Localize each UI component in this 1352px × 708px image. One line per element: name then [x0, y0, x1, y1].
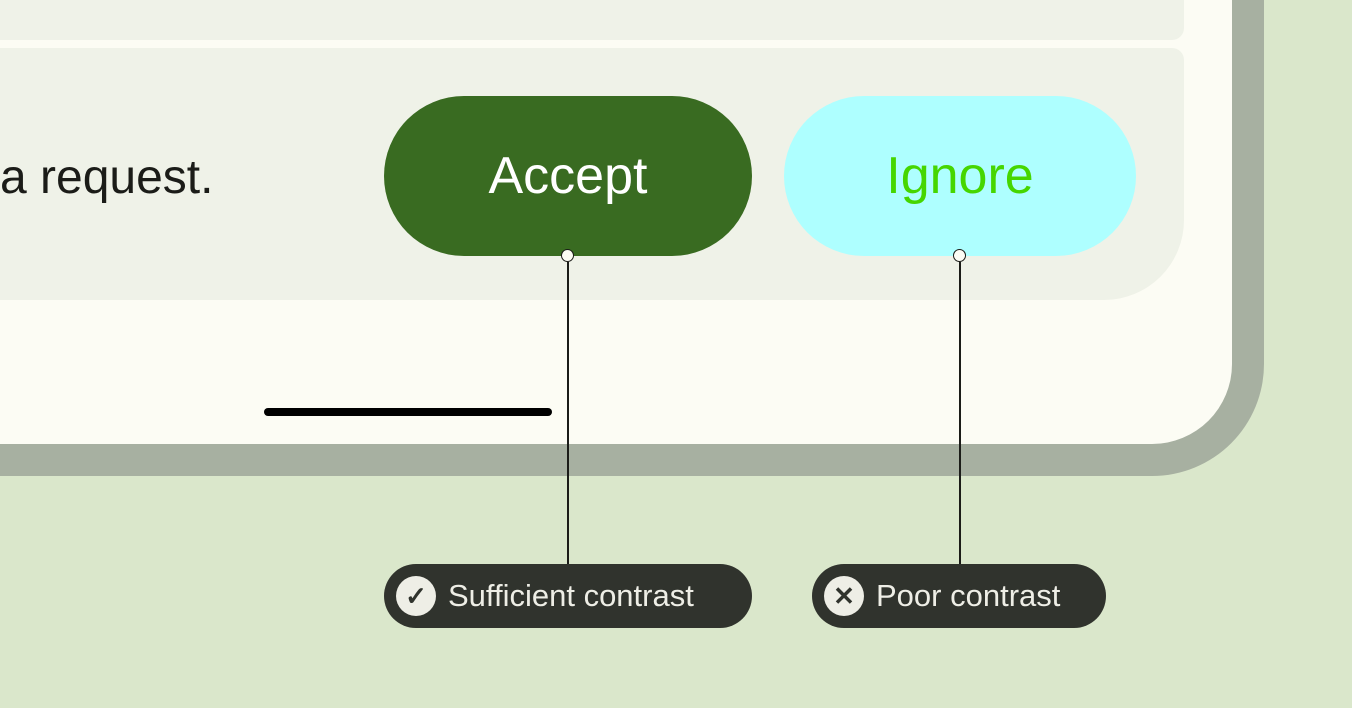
callout-dot-ignore [953, 249, 966, 262]
request-message: a request. [0, 151, 214, 204]
tag-label: Sufficient contrast [448, 578, 694, 613]
tag-label: Poor contrast [876, 578, 1061, 613]
callout-line-accept [567, 262, 569, 564]
previous-card [0, 0, 1184, 40]
accept-button[interactable]: Accept [384, 96, 752, 256]
ignore-button[interactable]: Ignore [784, 96, 1136, 256]
poor-contrast-tag: ✕ Poor contrast [812, 564, 1106, 628]
callout-line-ignore [959, 262, 961, 564]
x-circle-icon: ✕ [824, 576, 864, 616]
check-circle-icon: ✓ [396, 576, 436, 616]
gesture-handle[interactable] [264, 408, 552, 416]
callout-dot-accept [561, 249, 574, 262]
sufficient-contrast-tag: ✓ Sufficient contrast [384, 564, 752, 628]
